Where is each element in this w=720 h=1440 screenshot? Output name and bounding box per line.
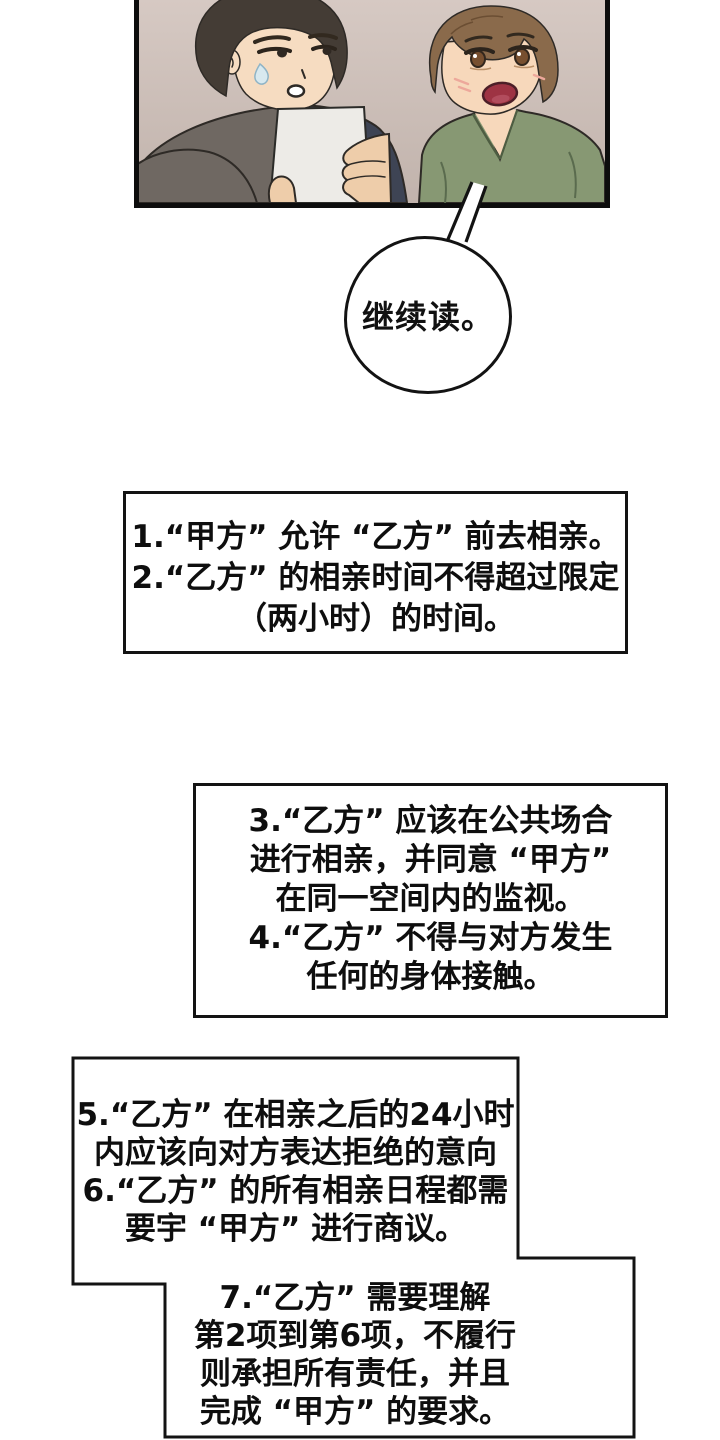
left-hair	[194, 0, 348, 98]
contract-box-clauses-5-7-outline	[71, 1056, 636, 1439]
paper-and-hands	[139, 105, 393, 203]
contract-box-clause-7: 7.“乙方” 需要理解 第2项到第6项，不履行 则承担所有责任，并且 完成 “甲…	[165, 1258, 545, 1431]
contract-text-line: （两小时）的时间。	[236, 601, 515, 637]
right-hair	[428, 5, 559, 104]
contract-text-line: 要宇 “甲方” 进行商议。	[124, 1211, 467, 1247]
comic-panel	[134, 0, 610, 208]
contract-text-line: 完成 “甲方” 的要求。	[199, 1394, 511, 1430]
speech-bubble-tail	[444, 181, 488, 245]
left-mouth	[286, 84, 306, 98]
contract-text-line: 2.“乙方” 的相亲时间不得超过限定	[131, 560, 620, 596]
contract-text-line: 7.“乙方” 需要理解	[219, 1280, 491, 1316]
comic-panel-art	[139, 0, 605, 203]
speech-bubble-text: 继续读。	[361, 298, 494, 336]
contract-box-clauses-5-6: 5.“乙方” 在相亲之后的24小时 内应该向对方表达拒绝的意向 6.“乙方” 的…	[73, 1058, 518, 1248]
hand	[341, 132, 393, 203]
contract-text-line: 进行相亲，并同意 “甲方”	[249, 842, 612, 878]
contract-text-line: 则承担所有责任，并且	[200, 1356, 510, 1392]
contract-text-line: 5.“乙方” 在相亲之后的24小时	[76, 1097, 515, 1133]
contract-text-line: 1.“甲方” 允许 “乙方” 前去相亲。	[131, 519, 620, 555]
hoodie	[417, 108, 605, 203]
speech-bubble: 继续读。	[344, 236, 512, 394]
contract-text-line: 内应该向对方表达拒绝的意向	[94, 1135, 497, 1171]
contract-text-line: 在同一空间内的监视。	[275, 881, 586, 917]
contract-text-line: 第2项到第6项，不履行	[193, 1318, 517, 1354]
contract-text-line: 3.“乙方” 应该在公共场合	[248, 803, 613, 839]
contract-box-clauses-3-4: 3.“乙方” 应该在公共场合 进行相亲，并同意 “甲方” 在同一空间内的监视。 …	[193, 783, 668, 1018]
character-right	[417, 5, 605, 203]
contract-text-line: 4.“乙方” 不得与对方发生	[248, 920, 613, 956]
contract-text-line: 任何的身体接触。	[306, 959, 555, 995]
sweat-drop	[254, 62, 269, 85]
right-mouth-open	[481, 81, 519, 107]
contract-text-line: 6.“乙方” 的所有相亲日程都需	[82, 1173, 509, 1209]
contract-box-clauses-1-2: 1.“甲方” 允许 “乙方” 前去相亲。 2.“乙方” 的相亲时间不得超过限定 …	[123, 491, 628, 654]
